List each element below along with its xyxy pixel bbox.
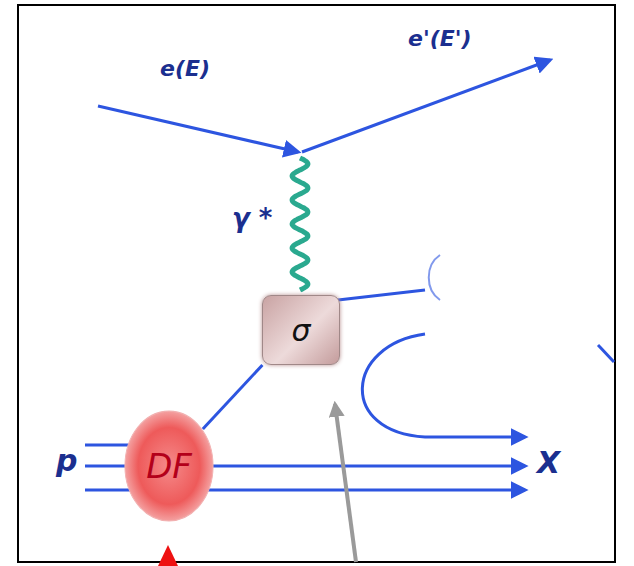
particle-label: p xyxy=(56,446,77,476)
pointer-arrow xyxy=(335,404,356,562)
particle-label: X xyxy=(537,448,560,478)
node-text: DF xyxy=(146,446,192,486)
frame xyxy=(18,5,615,562)
distribution-blob: DF xyxy=(124,410,214,522)
pointer-arrow xyxy=(158,545,178,566)
particle-label: e'(E') xyxy=(408,28,472,50)
particle-label: γ * xyxy=(232,205,272,231)
process-box: σ xyxy=(262,295,340,365)
node-text: σ xyxy=(291,313,310,348)
photon-wave xyxy=(292,158,308,290)
particle-label: e(E) xyxy=(160,58,210,80)
parton-line xyxy=(203,365,263,429)
